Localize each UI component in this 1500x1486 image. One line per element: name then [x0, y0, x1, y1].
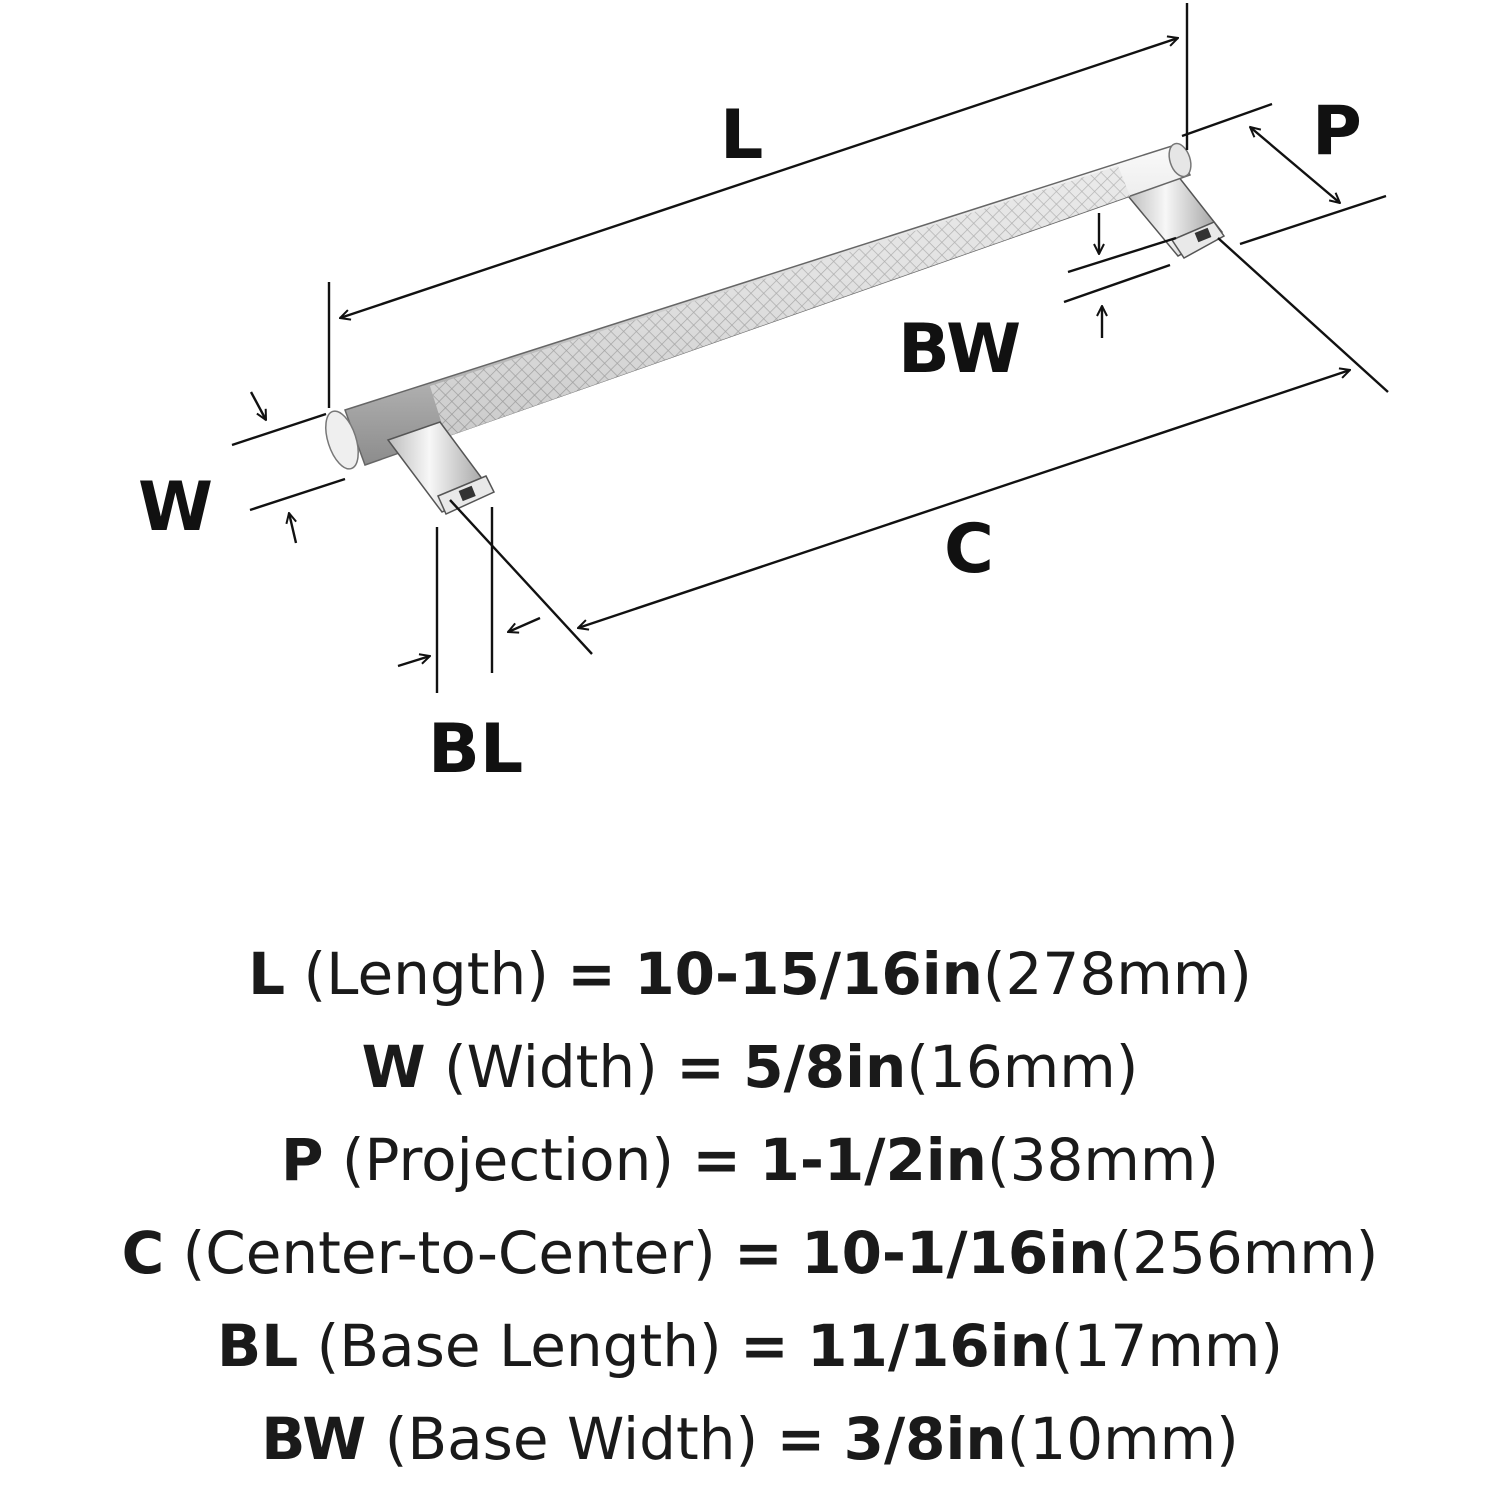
label-BL: BL — [428, 710, 523, 789]
spec-millimeters: (256mm) — [1109, 1219, 1379, 1287]
dimension-arrow-P — [1250, 127, 1340, 203]
spec-key: BL — [217, 1312, 299, 1380]
spec-row-projection: P (Projection) = 1-1/2in(38mm) — [0, 1114, 1500, 1207]
spec-inches: 3/8in — [843, 1405, 1007, 1473]
spec-millimeters: (10mm) — [1006, 1405, 1239, 1473]
dimension-line-P-ext1 — [1181, 102, 1273, 138]
dimension-arrow-C — [578, 370, 1350, 628]
spec-row-length: L (Length) = 10-15/16in(278mm) — [0, 928, 1500, 1021]
spec-key: L — [248, 940, 286, 1008]
spec-row-base-width: BW (Base Width) = 3/8in(10mm) — [0, 1393, 1500, 1486]
dimension-arrow-L — [340, 38, 1178, 318]
spec-millimeters: (17mm) — [1050, 1312, 1283, 1380]
dimension-line-BW-ext2 — [1063, 263, 1171, 304]
spec-millimeters: (278mm) — [982, 940, 1252, 1008]
dimension-arrow-BL-right — [508, 616, 541, 632]
spec-equals: = — [567, 940, 616, 1008]
spec-inches: 11/16in — [807, 1312, 1051, 1380]
spec-name: (Width) — [444, 1033, 658, 1101]
dimension-lines — [231, 3, 1389, 693]
dimension-line-C-right-ext — [1217, 237, 1389, 393]
spec-key: W — [361, 1033, 426, 1101]
spec-millimeters: (16mm) — [906, 1033, 1139, 1101]
spec-inches: 10-1/16in — [801, 1219, 1110, 1287]
dimension-line-W-ext2 — [249, 477, 346, 512]
spec-inches: 1-1/2in — [759, 1126, 987, 1194]
label-BW: BW — [898, 310, 1021, 389]
spec-equals: = — [676, 1033, 725, 1101]
spec-key: C — [121, 1219, 165, 1287]
handle-bar — [325, 142, 1192, 470]
spec-key: P — [280, 1126, 324, 1194]
spec-key: BW — [261, 1405, 367, 1473]
pull-handle-diagram: L P BW W C BL — [138, 3, 1389, 789]
label-L: L — [720, 96, 763, 175]
spec-equals: = — [692, 1126, 742, 1194]
dimension-arrow-BL-left — [397, 656, 430, 668]
label-W: W — [138, 468, 213, 547]
dimension-line-BW-ext1 — [1067, 236, 1177, 274]
spec-equals: = — [740, 1312, 789, 1380]
spec-name: (Base Length) — [316, 1312, 722, 1380]
dimension-specifications: L (Length) = 10-15/16in(278mm) W (Width)… — [0, 928, 1500, 1486]
dimension-arrow-W-top — [249, 391, 268, 420]
dimension-line-P-ext2 — [1239, 194, 1387, 246]
label-C: C — [944, 510, 994, 589]
spec-equals: = — [734, 1219, 783, 1287]
left-post — [386, 421, 496, 515]
spec-equals: = — [776, 1405, 826, 1473]
spec-millimeters: (38mm) — [986, 1126, 1220, 1194]
spec-name: (Center-to-Center) — [182, 1219, 716, 1287]
spec-inches: 10-15/16in — [634, 940, 983, 1008]
label-P: P — [1312, 92, 1362, 171]
spec-name: (Length) — [303, 940, 549, 1008]
spec-inches: 5/8in — [743, 1033, 907, 1101]
spec-row-width: W (Width) = 5/8in(16mm) — [0, 1021, 1500, 1114]
spec-name: (Projection) — [341, 1126, 674, 1194]
dimension-line-W-ext1 — [231, 412, 327, 447]
spec-row-center-to-center: C (Center-to-Center) = 10-1/16in(256mm) — [0, 1207, 1500, 1300]
spec-name: (Base Width) — [384, 1405, 759, 1473]
dimension-line-C-left-ext — [449, 499, 593, 655]
spec-row-base-length: BL (Base Length) = 11/16in(17mm) — [0, 1300, 1500, 1393]
dimension-arrow-W-bottom — [289, 513, 298, 544]
